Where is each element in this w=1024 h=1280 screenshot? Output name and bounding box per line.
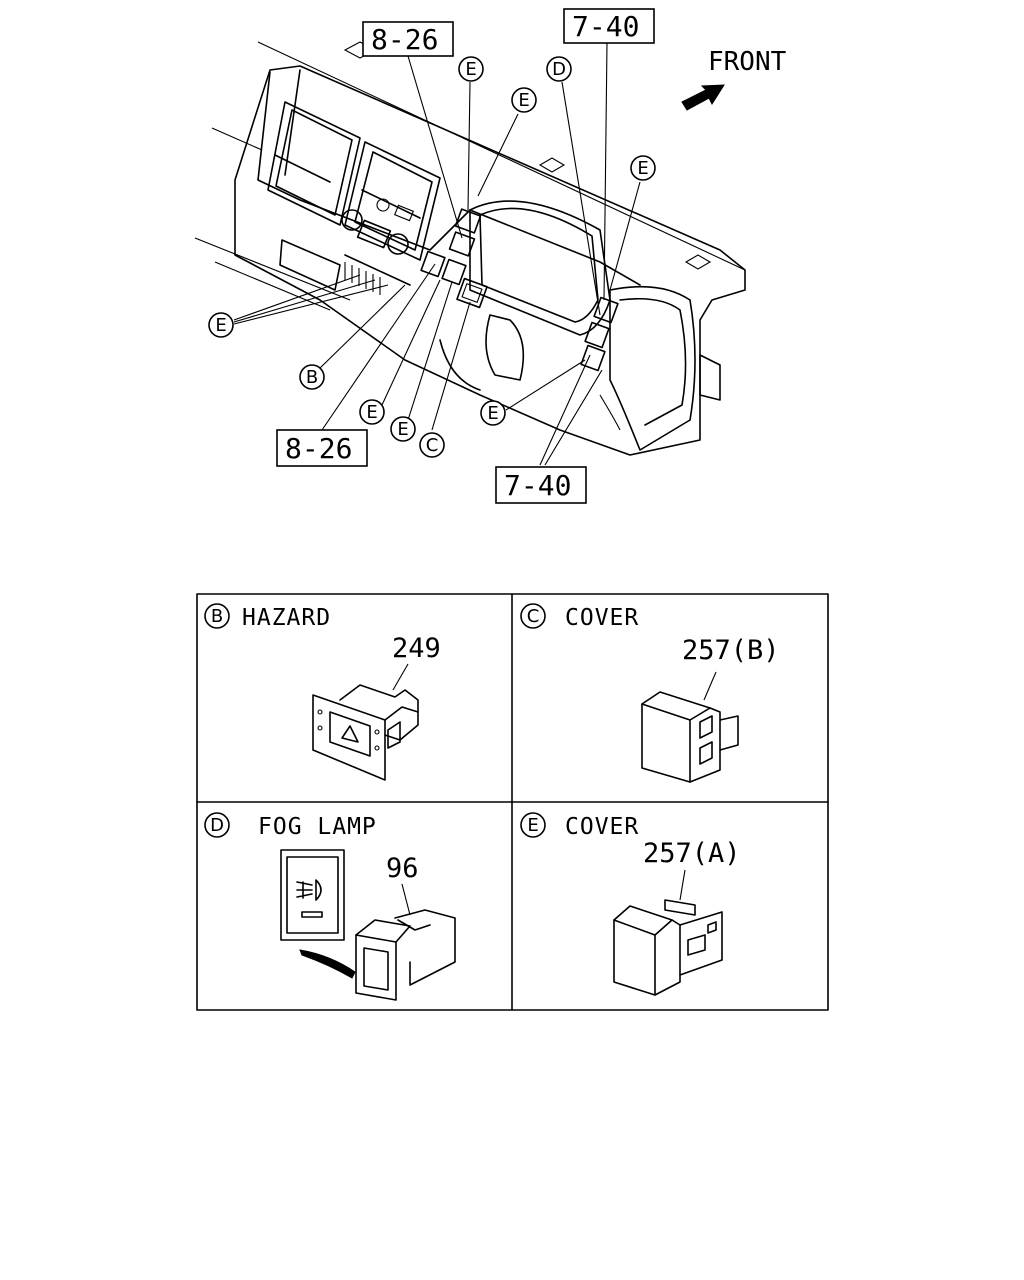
panel-hazard-letter: B	[211, 606, 223, 627]
svg-text:7-40: 7-40	[504, 469, 571, 502]
panel-hazard: B HAZARD 249	[204, 603, 441, 781]
svg-text:B: B	[306, 367, 318, 388]
cover-a-icon	[613, 899, 723, 996]
panel-cover-a: E COVER 257(A)	[520, 812, 741, 996]
leader-lines	[233, 42, 641, 466]
svg-text:E: E	[637, 158, 648, 179]
panel-cover-b: C COVER 257(B)	[520, 603, 780, 783]
svg-text:8-26: 8-26	[371, 23, 438, 56]
svg-text:E: E	[397, 419, 408, 440]
parts-table	[196, 593, 829, 1011]
cover-b-icon	[641, 691, 739, 783]
callout-e-1: E	[458, 56, 484, 82]
panel-cover-b-letter: C	[527, 606, 540, 627]
ref-box-8-26-bottom: 8-26	[276, 429, 368, 467]
ref-box-8-26-top: 8-26	[362, 21, 454, 57]
panel-fog-lamp-letter: D	[210, 815, 224, 836]
panel-cover-b-title: COVER	[565, 605, 639, 631]
callout-e-2: E	[511, 87, 537, 113]
callout-e-5: E	[359, 399, 385, 425]
front-direction-indicator: FRONT	[681, 47, 787, 111]
panel-hazard-part-no: 249	[392, 633, 441, 664]
callout-e-7: E	[480, 400, 506, 426]
front-label: FRONT	[708, 47, 787, 77]
panel-fog-lamp-title: FOG LAMP	[258, 814, 377, 840]
fog-lamp-switch-icon	[280, 849, 456, 1001]
panel-cover-a-part-no: 257(A)	[643, 838, 741, 869]
panel-cover-a-letter: E	[527, 815, 538, 836]
panel-cover-a-title: COVER	[565, 814, 639, 840]
callout-d: D	[546, 56, 572, 82]
callout-e-6: E	[390, 416, 416, 442]
callout-e-4: E	[208, 312, 234, 338]
panel-fog-lamp-part-no: 96	[386, 853, 419, 884]
panel-fog-lamp: D FOG LAMP 96	[204, 812, 456, 1001]
front-arrow-icon	[681, 84, 725, 111]
svg-text:E: E	[366, 402, 377, 423]
ref-box-7-40-top: 7-40	[563, 8, 655, 44]
svg-text:E: E	[215, 315, 226, 336]
svg-text:C: C	[426, 435, 439, 456]
svg-text:7-40: 7-40	[572, 10, 639, 43]
svg-text:E: E	[518, 90, 529, 111]
svg-text:E: E	[465, 59, 476, 80]
callout-b: B	[299, 364, 325, 390]
panel-hazard-title: HAZARD	[242, 605, 331, 631]
panel-cover-b-part-no: 257(B)	[682, 635, 780, 666]
svg-text:D: D	[552, 59, 566, 80]
hazard-switch-icon	[312, 684, 419, 781]
svg-text:E: E	[487, 403, 498, 424]
ref-box-7-40-bottom: 7-40	[495, 466, 587, 504]
callout-c: C	[419, 432, 445, 458]
svg-text:8-26: 8-26	[285, 432, 352, 465]
dashboard-illustration	[194, 41, 746, 456]
callout-e-3: E	[630, 155, 656, 181]
